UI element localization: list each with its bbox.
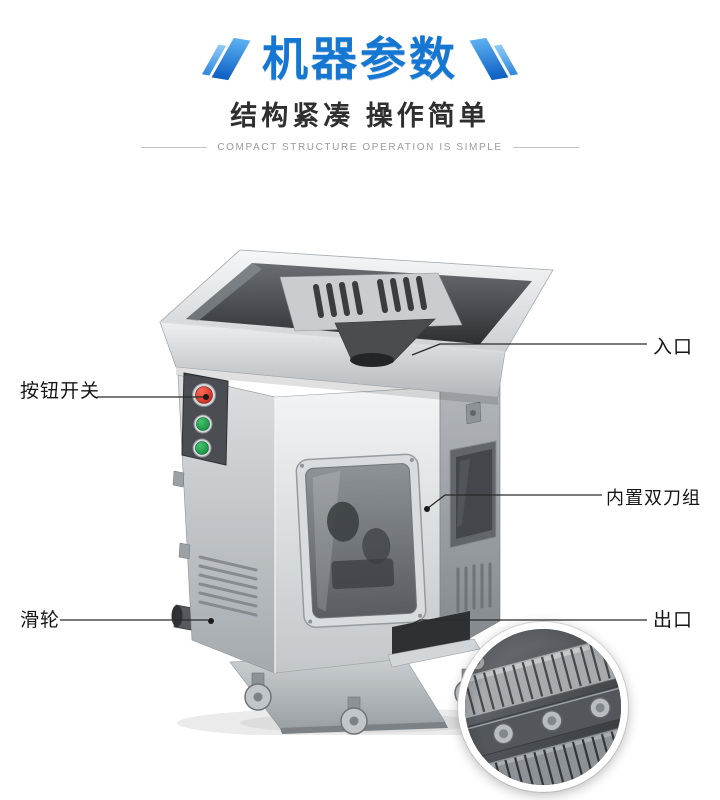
green-button-icon: [195, 441, 209, 455]
vent-slots-left: [198, 555, 258, 617]
machine-photo: [159, 249, 554, 735]
caster-wheel: [244, 672, 272, 711]
blade-slot-pattern: [313, 276, 427, 318]
divider-right: [512, 147, 579, 148]
blade-closeup-inset: [458, 622, 628, 792]
callout-label-outlet: 出口: [653, 610, 694, 631]
control-button-panel: [181, 372, 229, 466]
red-stop-button-icon: [195, 386, 213, 404]
page-subtitle-en: COMPACT STRUCTURE OPERATION IS SIMPLE: [217, 142, 503, 153]
callout-label-caster: 滑轮: [20, 610, 61, 631]
green-start-button-icon: [196, 417, 210, 431]
feed-funnel: [334, 318, 436, 367]
caster-wheel: [340, 696, 368, 735]
callout-label-double-blade: 内置双刀组: [606, 488, 701, 508]
page-subtitle: 结构紧凑 操作简单: [230, 101, 490, 131]
page-title: 机器参数: [262, 33, 458, 85]
callout-label-inlet: 入口: [653, 337, 694, 358]
machine-tray-hopper: [159, 249, 554, 405]
section-header: 机器参数 结构紧凑 操作简单 COMPACT STRUCTURE OPERATI…: [0, 0, 720, 153]
inspection-window: [295, 453, 427, 629]
divider-left: [141, 147, 208, 148]
vent-slots-right: [456, 562, 492, 613]
callout-label-button-switch: 按钮开关: [20, 381, 101, 402]
